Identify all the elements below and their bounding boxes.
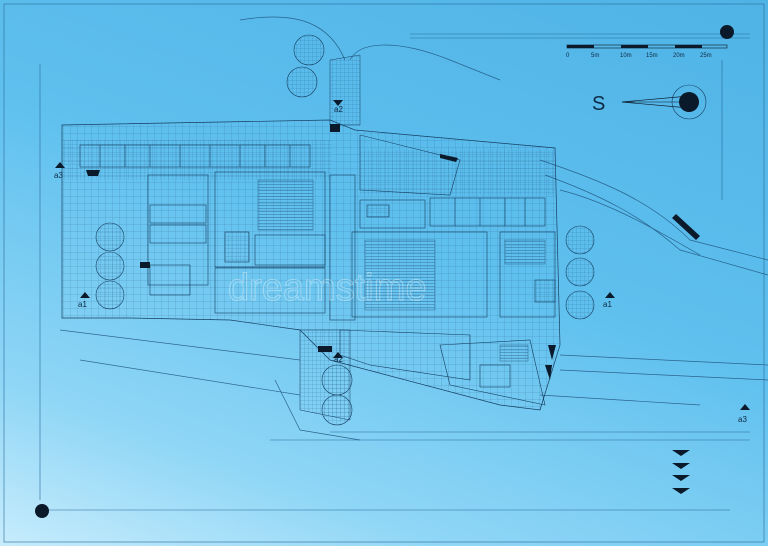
corner-dot-top-right	[720, 25, 734, 39]
section-marker-a1-right: a1	[603, 300, 612, 309]
entrance-stairs	[86, 124, 700, 380]
north-arrow	[621, 84, 707, 120]
section-marker-a1-left: a1	[78, 300, 87, 309]
scale-tick-10m: 10m	[620, 53, 632, 59]
tree-clusters	[95, 34, 595, 426]
scale-tick-25m: 25m	[700, 53, 712, 59]
scale-tick-15m: 15m	[646, 53, 658, 59]
site-road-lines	[59, 16, 768, 441]
watermark-text: dreamstime	[228, 267, 427, 309]
legend-symbols	[672, 450, 690, 494]
section-marker-a2-top: a2	[334, 105, 343, 114]
scale-tick-5m: 5m	[591, 53, 599, 59]
scale-tick-0: 0	[566, 53, 570, 59]
drawing-border	[3, 3, 765, 543]
section-markers	[55, 100, 750, 410]
north-label: S	[592, 93, 605, 115]
section-marker-a3-right: a3	[738, 415, 747, 424]
section-marker-a3-left: a3	[54, 171, 63, 180]
section-marker-a2-bottom: a2	[334, 355, 343, 364]
scale-bar	[566, 44, 728, 49]
corner-dot-bottom-left	[35, 504, 49, 518]
interior-rooms	[79, 134, 556, 406]
scale-tick-20m: 20m	[673, 53, 685, 59]
